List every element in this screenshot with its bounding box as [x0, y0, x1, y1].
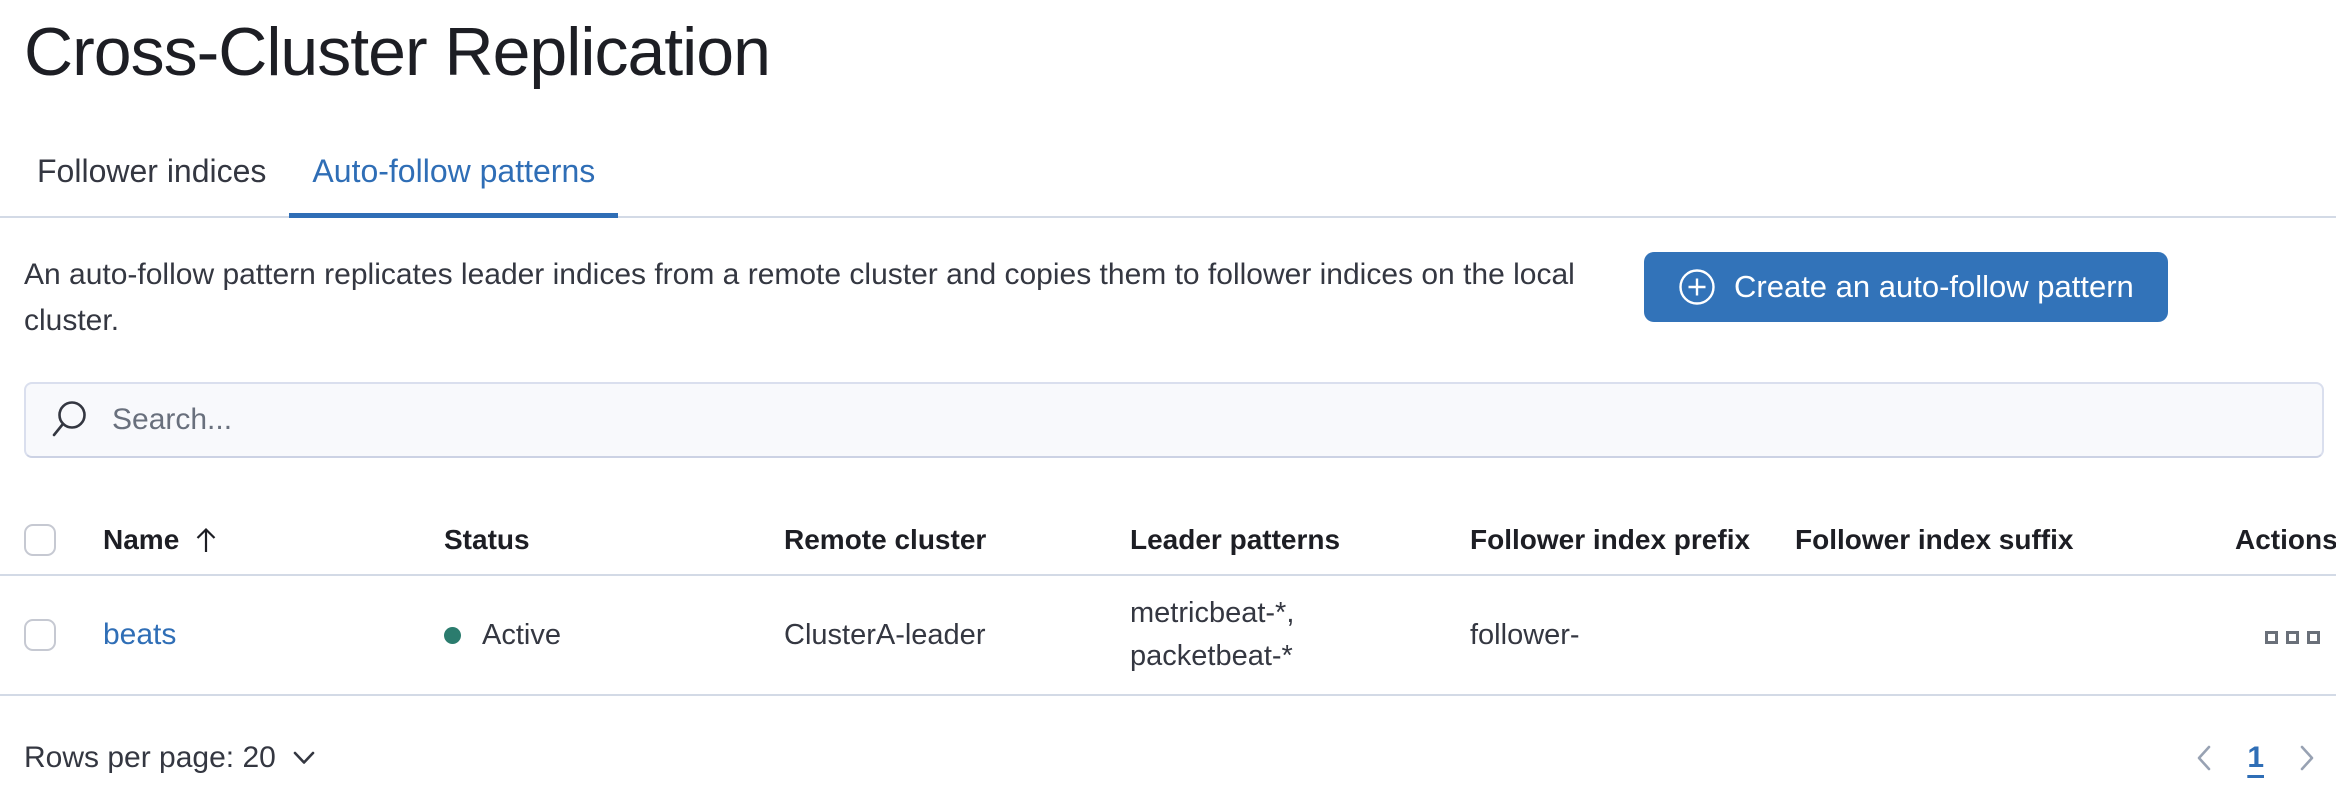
sort-ascending-icon — [196, 527, 216, 552]
page-description: An auto-follow pattern replicates leader… — [24, 258, 1575, 337]
chevron-left-icon — [2198, 745, 2211, 771]
select-all-checkbox[interactable] — [24, 524, 56, 556]
search-bar — [24, 382, 2324, 458]
leader-patterns-cell: metricbeat-*, packetbeat-* — [1130, 592, 1470, 678]
table-footer: Rows per page: 20 1 — [0, 736, 2336, 780]
status-label: Active — [482, 618, 561, 651]
pattern-name-link[interactable]: beats — [103, 618, 177, 651]
select-all-cell — [24, 524, 103, 556]
column-header-name[interactable]: Name — [103, 524, 444, 556]
column-header-follower-index-suffix: Follower index suffix — [1795, 524, 2074, 555]
previous-page-button[interactable] — [2187, 736, 2221, 780]
status-active-dot-icon — [444, 626, 461, 644]
plus-in-circle-icon — [1679, 269, 1715, 305]
tab-auto-follow-patterns[interactable]: Auto-follow patterns — [289, 132, 619, 218]
auto-follow-patterns-table: Name Status Remote cluster Leader patter… — [0, 506, 2336, 696]
page-title: Cross-Cluster Replication — [24, 14, 771, 90]
column-header-remote-cluster: Remote cluster — [784, 524, 987, 555]
column-header-status: Status — [444, 524, 530, 555]
status-cell: Active — [444, 619, 784, 652]
tab-follower-indices-label: Follower indices — [37, 153, 267, 189]
pagination: 1 — [2187, 736, 2324, 780]
cross-cluster-replication-page: Cross-Cluster Replication Follower indic… — [0, 12, 2336, 812]
follower-index-prefix-cell: follower- — [1470, 618, 1580, 651]
row-select-cell — [24, 619, 103, 651]
boxes-horizontal-icon[interactable] — [2261, 627, 2324, 648]
column-header-actions: Actions — [2235, 524, 2336, 555]
leader-pattern-line: packetbeat-* — [1130, 640, 1293, 672]
search-icon — [52, 401, 86, 437]
create-auto-follow-pattern-button[interactable]: Create an auto-follow pattern — [1644, 252, 2168, 322]
chevron-right-icon — [2300, 745, 2314, 771]
remote-cluster-cell: ClusterA-leader — [784, 618, 986, 651]
create-button-label: Create an auto-follow pattern — [1734, 269, 2134, 304]
row-checkbox[interactable] — [24, 619, 56, 651]
column-header-leader-patterns: Leader patterns — [1130, 524, 1341, 555]
table-row: beats Active ClusterA-leader metricbeat-… — [0, 576, 2336, 696]
intro-row: An auto-follow pattern replicates leader… — [0, 252, 2336, 344]
table-header-row: Name Status Remote cluster Leader patter… — [0, 506, 2336, 576]
rows-per-page-control[interactable]: Rows per page: 20 — [24, 741, 318, 775]
tab-follower-indices[interactable]: Follower indices — [14, 132, 289, 216]
page-1-button[interactable]: 1 — [2247, 741, 2264, 774]
next-page-button[interactable] — [2290, 736, 2324, 780]
column-header-name-label: Name — [103, 524, 180, 555]
column-header-follower-index-prefix: Follower index prefix — [1470, 524, 1751, 555]
leader-pattern-line: metricbeat-*, — [1130, 597, 1295, 629]
rows-per-page-label: Rows per page: 20 — [24, 741, 276, 774]
name-cell: beats — [103, 618, 444, 652]
search-input[interactable] — [110, 402, 2302, 438]
tab-bar: Follower indices Auto-follow patterns — [0, 132, 2336, 218]
tab-auto-follow-patterns-label: Auto-follow patterns — [312, 153, 596, 189]
actions-cell — [2235, 619, 2324, 652]
chevron-down-icon — [293, 751, 315, 764]
